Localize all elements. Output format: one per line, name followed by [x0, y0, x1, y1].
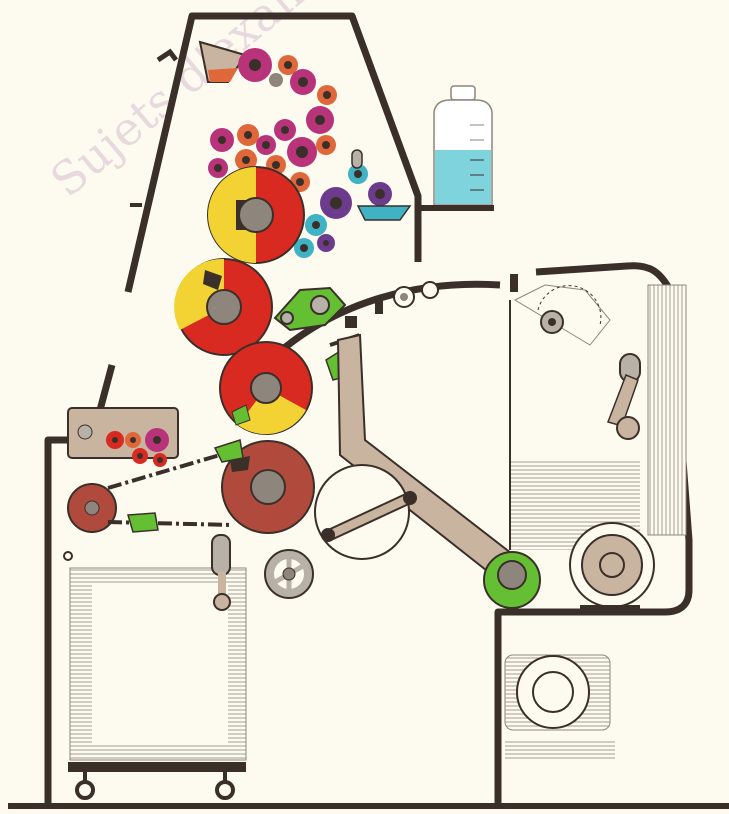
plate-cylinder	[208, 167, 304, 263]
delivery-pile	[64, 535, 246, 798]
delivery-unit	[510, 285, 686, 611]
swing-arm	[315, 335, 540, 608]
water-bottle	[418, 86, 494, 211]
bottle-icon	[418, 86, 494, 211]
motor-icon	[505, 655, 615, 760]
dampening-rollers	[294, 150, 410, 258]
blanket-cylinder	[174, 259, 272, 355]
impression-cylinder	[220, 342, 312, 434]
handwheel-icon	[265, 550, 313, 598]
gripper-mechanism	[275, 288, 345, 330]
electric-motor	[505, 655, 615, 760]
sheet-feeder	[68, 408, 178, 532]
arm-icon	[315, 335, 540, 608]
feeder-icon	[68, 408, 178, 467]
handwheel	[265, 550, 313, 598]
